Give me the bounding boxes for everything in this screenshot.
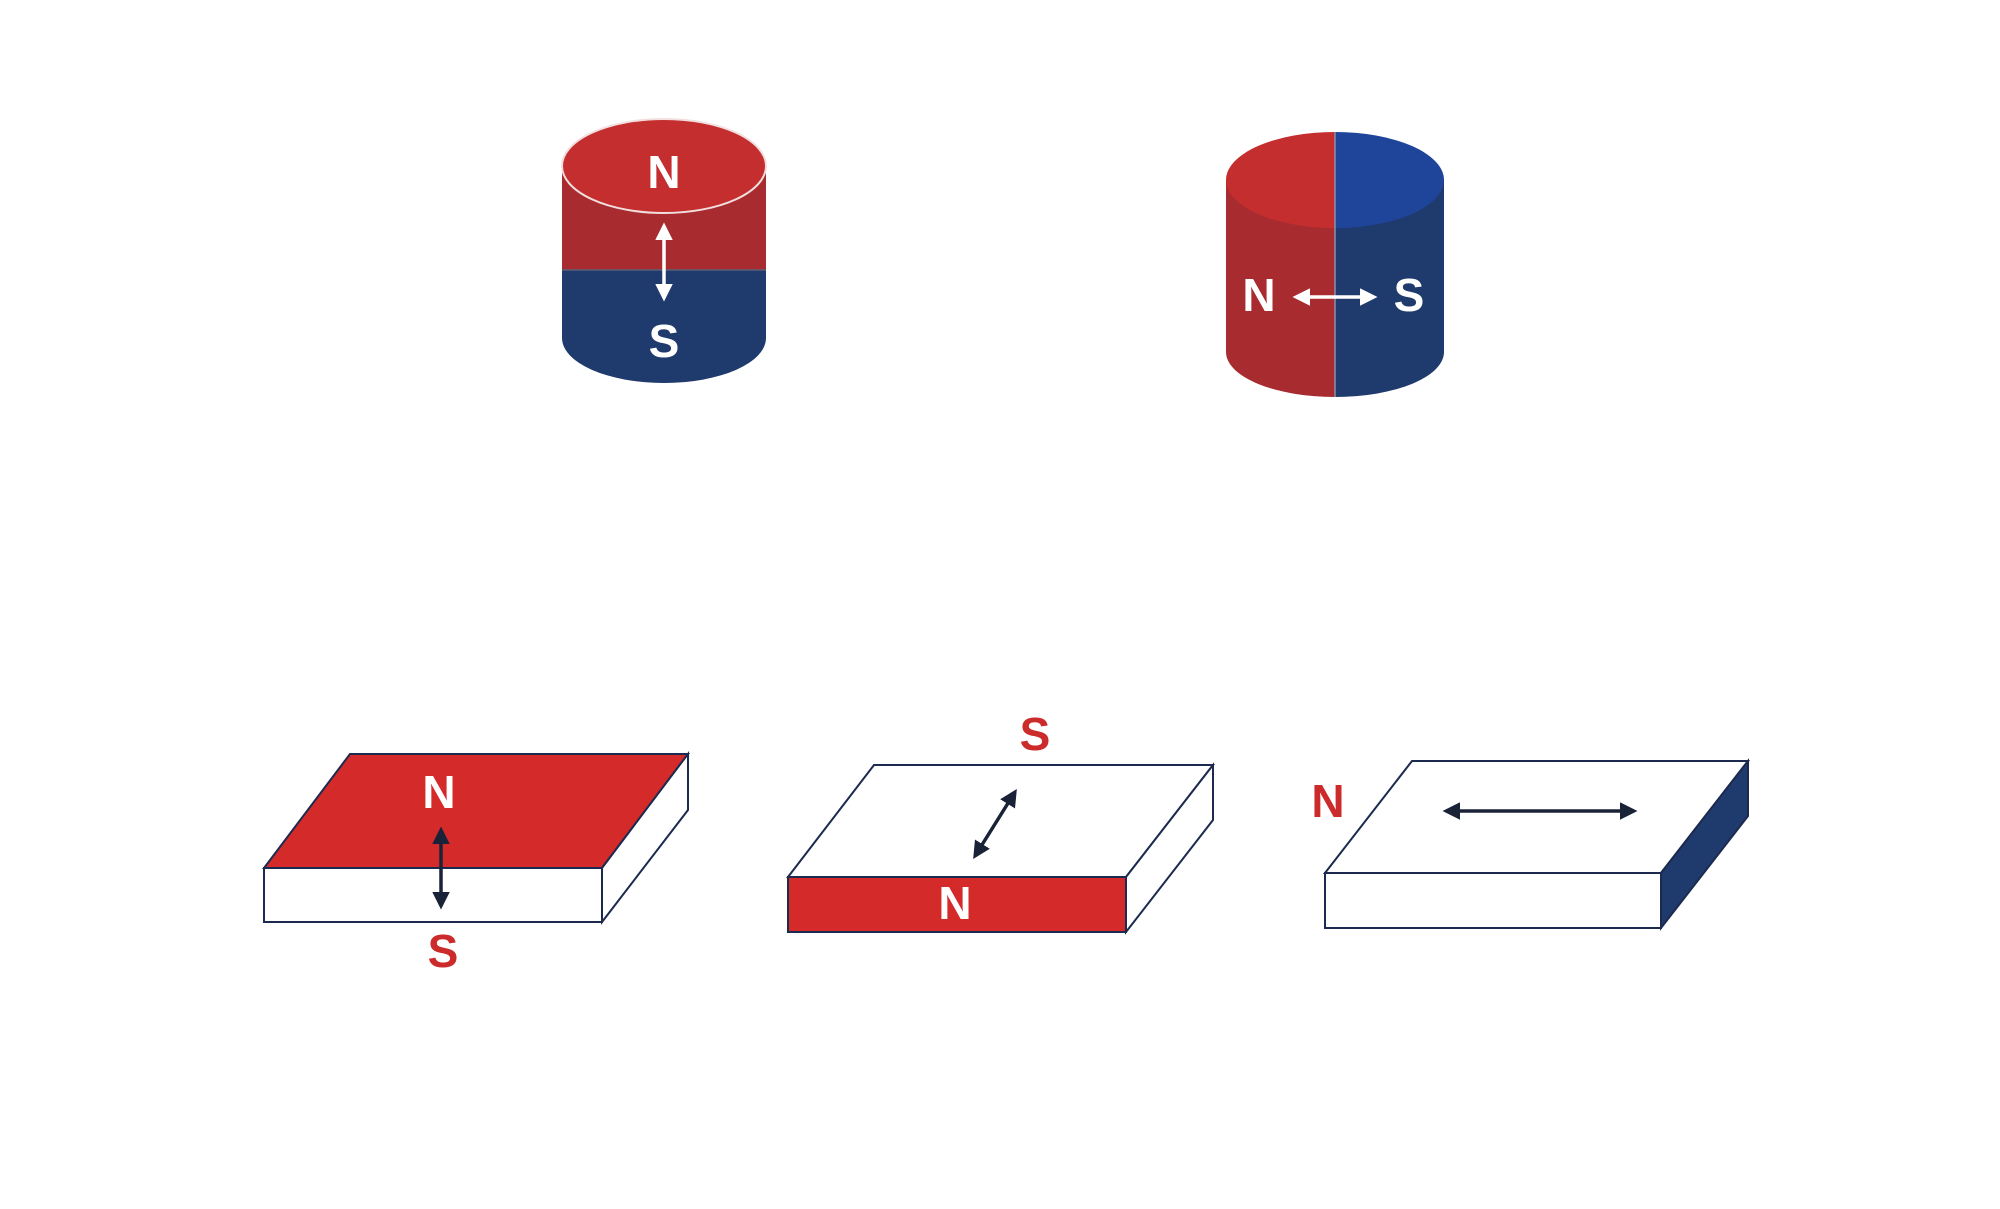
block-front-face <box>263 867 603 923</box>
north-pole-label: N <box>647 146 680 198</box>
cylinder-top-north <box>1226 132 1335 228</box>
north-pole-label: N <box>1311 775 1344 827</box>
length-block-magnet: S N <box>785 708 1216 935</box>
block-front-face <box>1324 872 1662 929</box>
axial-cylinder-magnet: N S <box>561 118 767 383</box>
south-pole-label: S <box>1394 269 1425 321</box>
north-pole-label: N <box>1242 269 1275 321</box>
south-pole-label: S <box>1020 708 1051 760</box>
north-pole-label: N <box>938 877 971 929</box>
cylinder-top-south <box>1335 132 1444 228</box>
diagonal-magnetization-arrow <box>973 789 1017 859</box>
cylinder-south-half <box>562 270 766 383</box>
block-front-face-north <box>787 876 1127 933</box>
north-pole-label: N <box>422 766 455 818</box>
thickness-block-magnet: N S <box>261 751 691 977</box>
south-pole-label: S <box>649 315 680 367</box>
cylinder-south-half <box>1335 180 1444 397</box>
cylinder-top-face <box>561 118 767 214</box>
cylinder-north-half <box>1226 180 1335 397</box>
diametric-cylinder-magnet: N S <box>1226 132 1444 397</box>
south-pole-label: S <box>428 925 459 977</box>
width-block-magnet: N <box>1311 758 1751 931</box>
